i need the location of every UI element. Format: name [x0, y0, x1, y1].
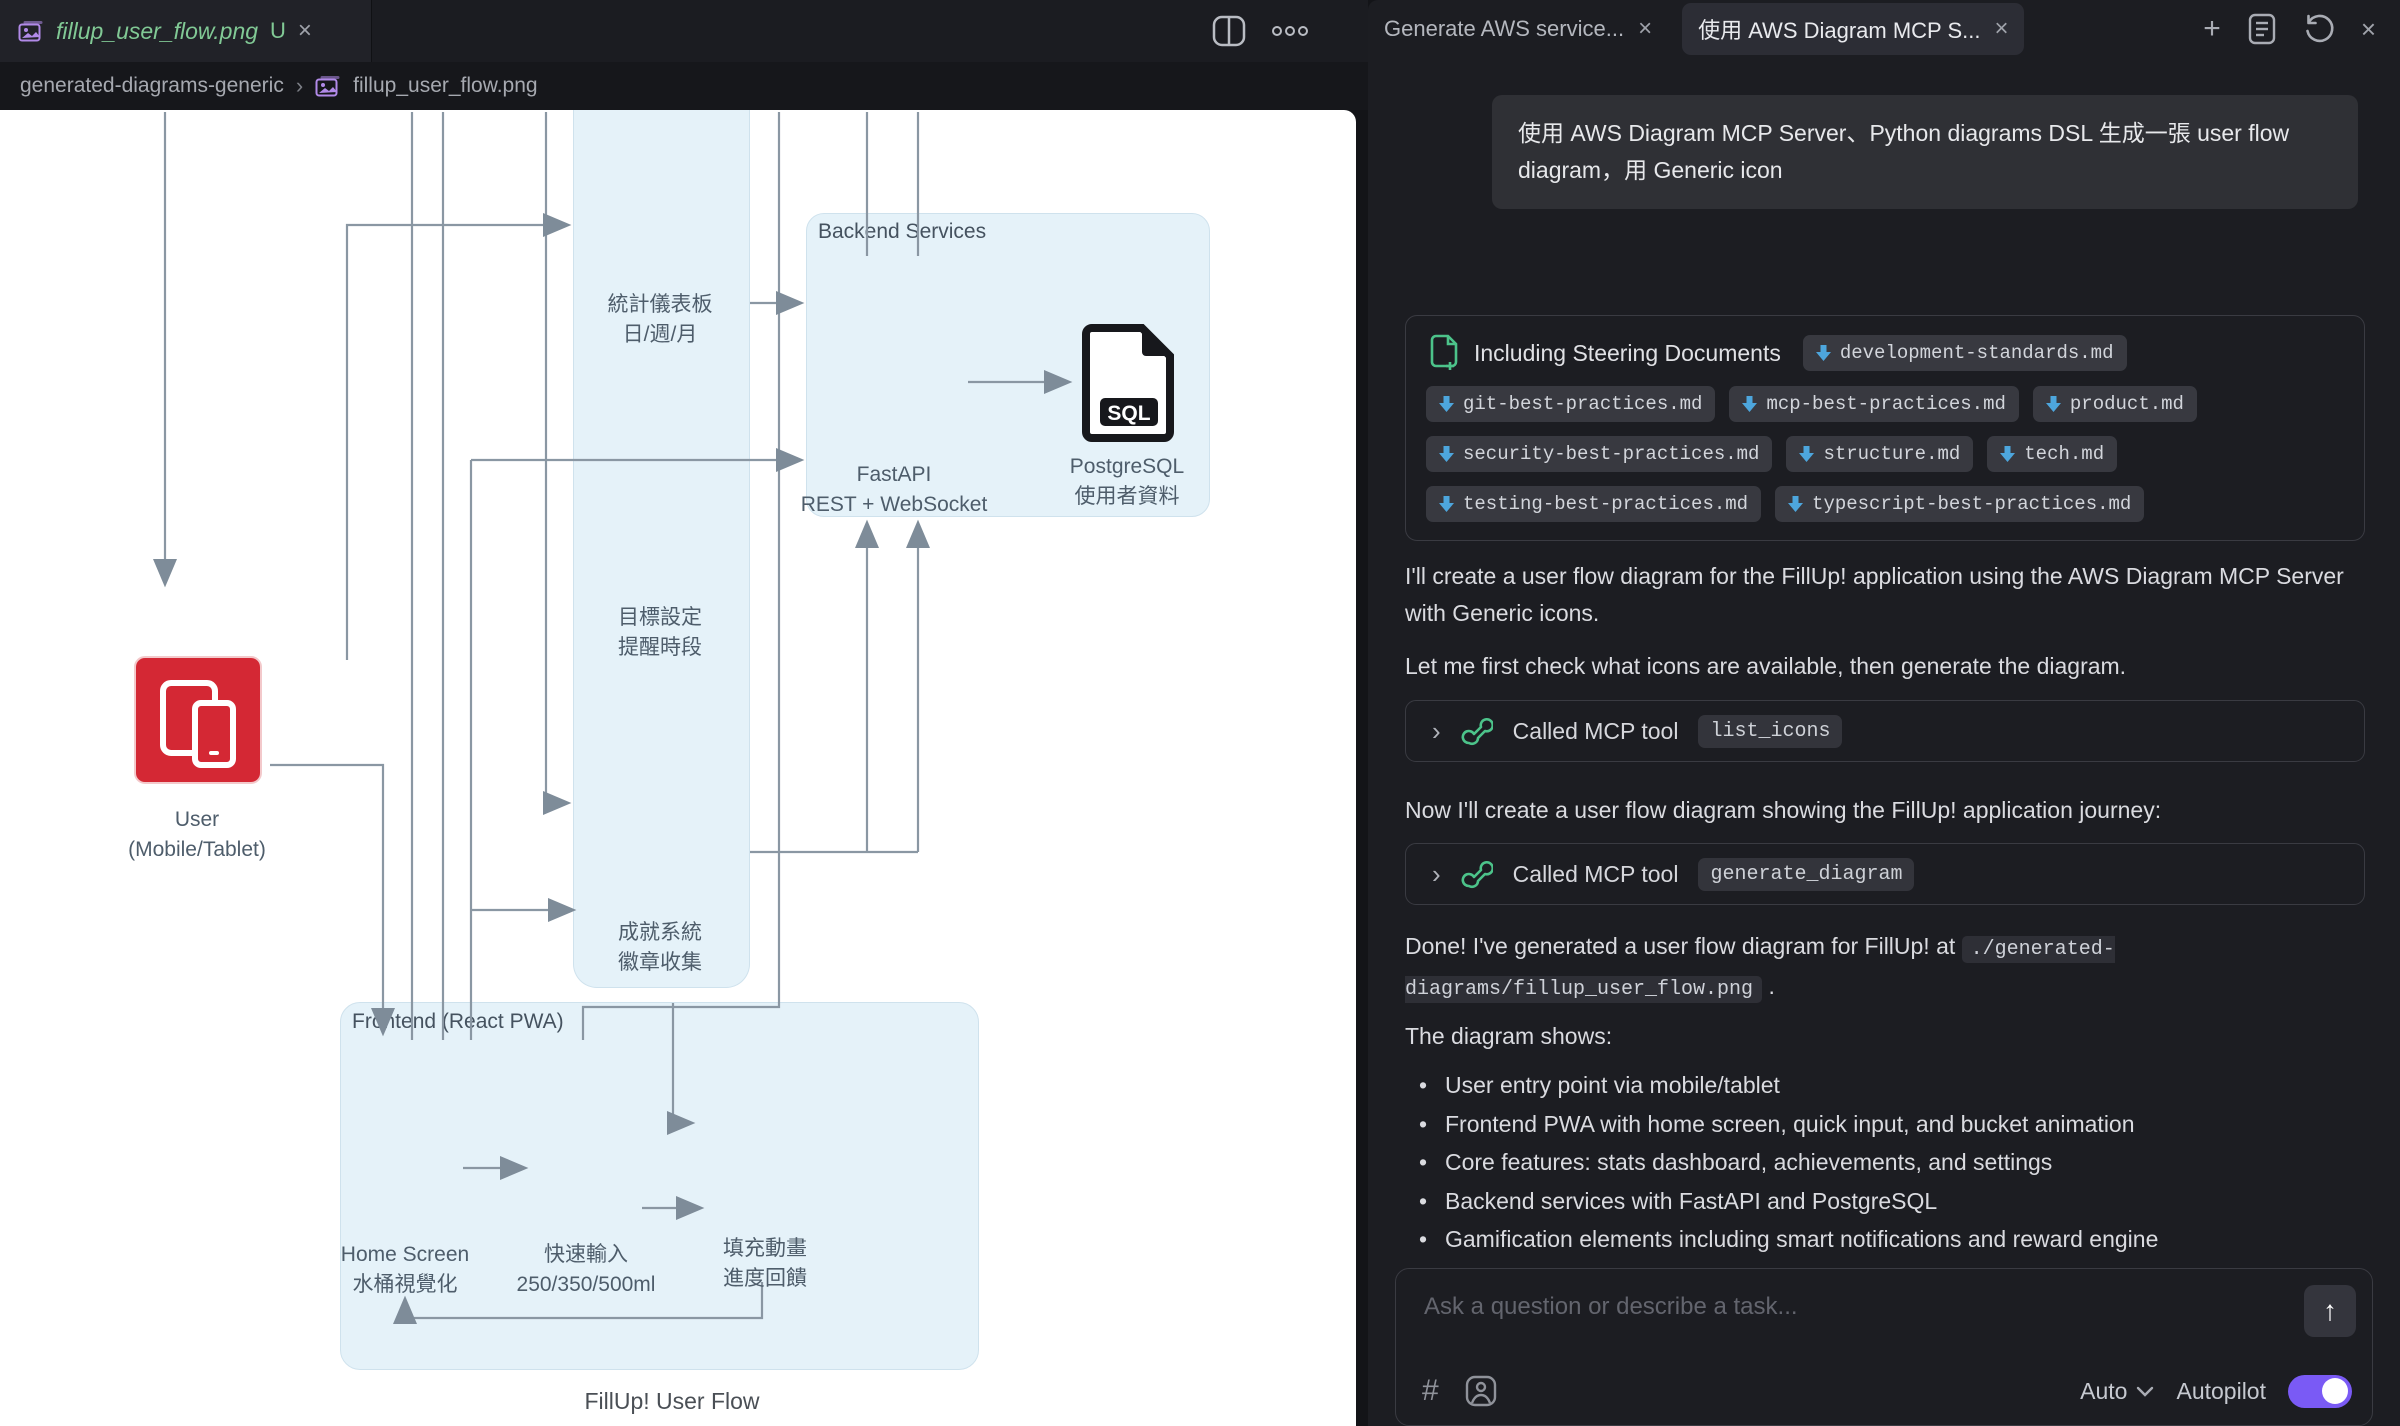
history-icon[interactable]: [2303, 13, 2335, 45]
image-file-icon: [18, 21, 43, 42]
list-item: Gamification elements including smart no…: [1417, 1220, 2357, 1259]
editor-tab-bar: fillup_user_flow.png U ×: [0, 0, 1368, 62]
chat-tab-bar: Generate AWS service... × 使用 AWS Diagram…: [1368, 0, 2400, 58]
steering-title: Including Steering Documents: [1474, 339, 1781, 366]
steering-documents-card: Including Steering Documents development…: [1405, 315, 2365, 541]
steering-doc-badge[interactable]: testing-best-practices.md: [1426, 486, 1762, 522]
list-item: Core features: stats dashboard, achievem…: [1417, 1143, 2357, 1182]
chevron-down-icon: [2137, 1386, 2154, 1397]
assistant-paragraph: The diagram shows:: [1405, 1023, 1613, 1049]
list-item: Backend services with FastAPI and Postgr…: [1417, 1182, 2357, 1221]
steering-doc-badge[interactable]: development-standards.md: [1802, 335, 2127, 371]
download-arrow-icon: [1799, 445, 1815, 462]
diagram-caption: FillUp! User Flow: [584, 1388, 760, 1414]
steering-doc-badge[interactable]: product.md: [2032, 386, 2197, 422]
download-arrow-icon: [1439, 445, 1454, 462]
chat-panel: Generate AWS service... × 使用 AWS Diagram…: [1368, 0, 2400, 1426]
download-arrow-icon: [1815, 344, 1831, 361]
more-actions-icon[interactable]: [1270, 25, 1310, 37]
list-item: Frontend PWA with home screen, quick inp…: [1417, 1105, 2357, 1144]
diagram-edges: [152, 112, 1073, 1325]
steering-doc-badge[interactable]: tech.md: [1987, 436, 2118, 472]
download-arrow-icon: [2000, 445, 2016, 462]
node-goals-label: 目標設定 提醒時段: [618, 606, 702, 659]
download-arrow-icon: [1788, 495, 1804, 512]
breadcrumb-file[interactable]: fillup_user_flow.png: [353, 74, 538, 97]
send-button[interactable]: ↑: [2304, 1285, 2356, 1337]
node-achievements-label: 成就系統 徽章收集: [618, 921, 702, 974]
breadcrumb-separator: ›: [295, 73, 304, 98]
chevron-right-icon[interactable]: ›: [1432, 715, 1441, 746]
wrench-icon: [1461, 718, 1493, 746]
steering-doc-badge[interactable]: git-best-practices.md: [1426, 386, 1716, 422]
node-quick-input-label: 快速輸入 250/350/500ml: [516, 1243, 656, 1296]
node-fastapi-label: FastAPI REST + WebSocket: [800, 463, 988, 516]
breadcrumb[interactable]: generated-diagrams-generic › fillup_user…: [0, 62, 1368, 110]
close-icon[interactable]: ×: [1994, 15, 2009, 42]
new-chat-icon[interactable]: +: [2203, 12, 2221, 45]
node-home-screen-label: Home Screen 水桶視覺化: [340, 1243, 470, 1296]
task-list-icon[interactable]: [2247, 13, 2277, 45]
list-item: User entry point via mobile/tablet: [1417, 1066, 2357, 1105]
node-postgresql-label: PostgreSQL 使用者資料: [1069, 455, 1185, 508]
autopilot-toggle[interactable]: [2288, 1374, 2352, 1408]
attach-image-icon[interactable]: [1463, 1373, 1499, 1409]
tool-name-badge: generate_diagram: [1698, 857, 1915, 891]
close-icon[interactable]: ×: [1638, 15, 1653, 42]
chevron-right-icon[interactable]: ›: [1432, 858, 1441, 889]
cluster-frontend: [340, 1002, 979, 1370]
assistant-paragraph: Done! I've generated a user flow diagram…: [1405, 933, 2115, 1003]
user-mobile-tablet-icon: [134, 656, 262, 784]
mode-select[interactable]: Auto: [2080, 1378, 2154, 1405]
assistant-paragraph: Now I'll create a user flow diagram show…: [1405, 797, 2162, 823]
diagram-summary-list: User entry point via mobile/tablet Front…: [1417, 1066, 2357, 1259]
chat-tab-generate-aws[interactable]: Generate AWS service... ×: [1384, 15, 1653, 42]
download-arrow-icon: [1439, 495, 1454, 512]
tool-name-badge: list_icons: [1698, 714, 1843, 748]
svg-text:SQL: SQL: [1107, 402, 1150, 425]
cluster-backend-label: Backend Services: [818, 220, 987, 243]
chat-input[interactable]: Ask a question or describe a task... ↑ #…: [1395, 1268, 2373, 1426]
cluster-core-features: [573, 110, 750, 988]
steering-doc-badge[interactable]: mcp-best-practices.md: [1729, 386, 2019, 422]
node-fill-animation-label: 填充動畫 進度回饋: [723, 1237, 807, 1290]
close-panel-icon[interactable]: ×: [2360, 14, 2376, 44]
mcp-tool-call-list-icons[interactable]: › Called MCP tool list_icons: [1405, 700, 2365, 762]
breadcrumb-folder[interactable]: generated-diagrams-generic: [20, 74, 284, 97]
user-message: 使用 AWS Diagram MCP Server、Python diagram…: [1492, 95, 2358, 209]
mcp-tool-call-generate-diagram[interactable]: › Called MCP tool generate_diagram: [1405, 843, 2365, 905]
node-user-label: User (Mobile/Tablet): [128, 808, 266, 861]
steering-doc-badge[interactable]: structure.md: [1786, 436, 1974, 472]
assistant-paragraph: Let me first check what icons are availa…: [1405, 653, 2127, 679]
download-arrow-icon: [1742, 395, 1758, 412]
file-tab[interactable]: fillup_user_flow.png U ×: [0, 0, 372, 62]
steering-doc-badge[interactable]: security-best-practices.md: [1426, 436, 1773, 472]
download-arrow-icon: [1439, 395, 1454, 412]
sql-file-icon: SQL: [1082, 324, 1174, 442]
cluster-frontend-label: Frontend (React PWA): [352, 1010, 564, 1033]
steering-doc-badge[interactable]: typescript-best-practices.md: [1775, 486, 2145, 522]
autopilot-label: Autopilot: [2176, 1377, 2266, 1404]
image-file-icon: [315, 76, 340, 97]
chat-input-placeholder: Ask a question or describe a task...: [1424, 1293, 1798, 1320]
git-status-badge: U: [270, 18, 286, 43]
assistant-paragraph: I'll create a user flow diagram for the …: [1405, 563, 2344, 626]
wrench-icon: [1461, 861, 1493, 889]
context-hash-icon[interactable]: #: [1422, 1374, 1439, 1407]
download-arrow-icon: [2045, 395, 2061, 412]
file-tab-label: fillup_user_flow.png: [56, 17, 259, 44]
file-plus-icon: [1430, 334, 1458, 370]
chat-tab-aws-diagram-mcp[interactable]: 使用 AWS Diagram MCP S... ×: [1682, 3, 2025, 55]
split-editor-icon[interactable]: [1210, 14, 1248, 48]
node-stats-label: 統計儀表板 日/週/月: [607, 293, 713, 346]
close-tab-icon[interactable]: ×: [297, 17, 312, 44]
